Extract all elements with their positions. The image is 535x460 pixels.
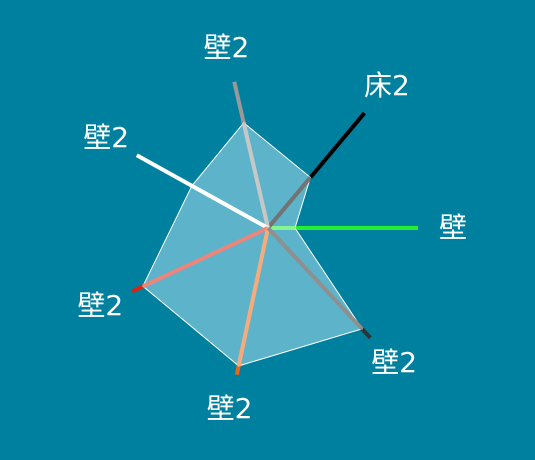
axis-label: 壁2 — [371, 346, 418, 380]
axis-inner-segment — [266, 176, 312, 230]
axis-label: 床2 — [363, 69, 410, 103]
axis-label: 壁2 — [83, 121, 130, 155]
axis-label: 壁2 — [77, 289, 124, 323]
axis-inner-segment — [190, 184, 269, 230]
axis-label: 壁2 — [203, 30, 250, 64]
axis-inner-segment — [266, 226, 364, 331]
axis-label: 壁2 — [206, 391, 253, 425]
axis-inner-segment — [142, 226, 269, 289]
axis-label: 壁 — [438, 211, 468, 244]
axis-inner-segment — [241, 122, 270, 229]
axis-inner-segment — [236, 227, 270, 367]
